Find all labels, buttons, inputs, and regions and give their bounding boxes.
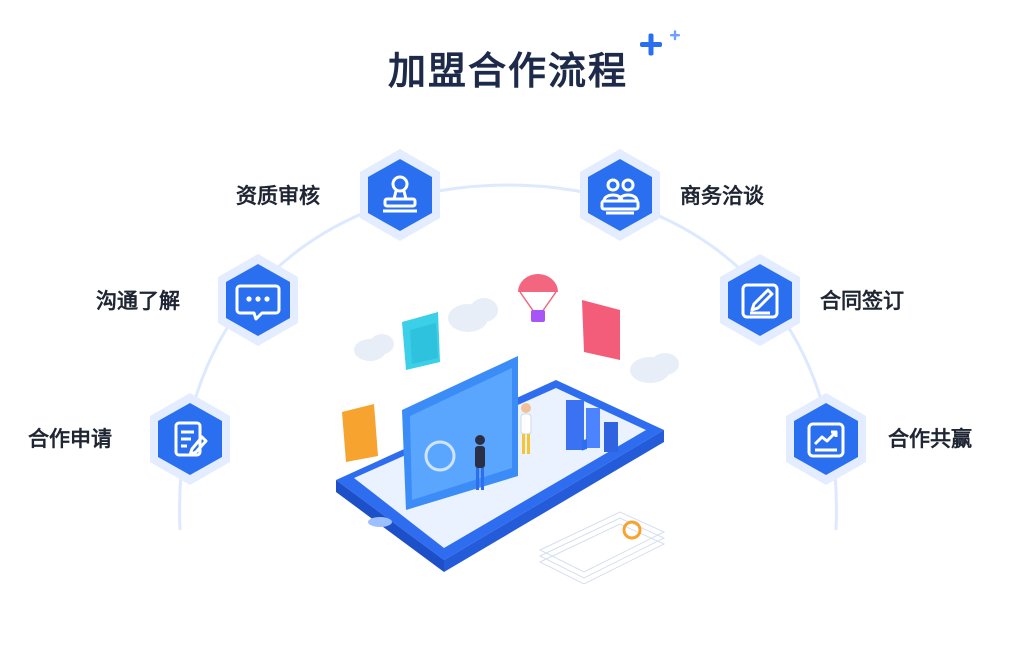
pink-card-icon [582, 300, 620, 360]
step-label-communicate: 沟通了解 [96, 289, 180, 313]
step-label-review: 资质审核 [236, 184, 320, 208]
step-label-sign: 合同签订 [820, 289, 904, 313]
orange-card-icon [342, 404, 378, 462]
step-label-win-win: 合作共赢 [888, 427, 972, 451]
step-apply [142, 391, 238, 487]
stamp-icon [383, 175, 417, 213]
phone-illustration [336, 274, 679, 585]
step-win-win [778, 391, 874, 487]
cloud-icon [354, 298, 679, 383]
sign-pen-icon [741, 283, 779, 319]
form-edit-icon [174, 421, 208, 457]
step-sign [712, 252, 808, 348]
page-title: 加盟合作流程 [387, 49, 628, 93]
step-label-apply: 合作申请 [28, 427, 112, 451]
chat-bubble-icon [235, 284, 281, 321]
plus-decoration-icon [640, 30, 680, 56]
step-negotiate [572, 147, 668, 243]
step-review [352, 147, 448, 243]
step-label-negotiate: 商务洽谈 [680, 184, 764, 208]
meeting-icon [600, 178, 640, 215]
parachute-icon [518, 274, 558, 322]
report-documents-icon [538, 438, 666, 585]
person-figure [475, 435, 485, 490]
step-communicate [210, 252, 306, 348]
person-figure-2 [520, 403, 532, 454]
growth-chart-icon [807, 422, 845, 458]
